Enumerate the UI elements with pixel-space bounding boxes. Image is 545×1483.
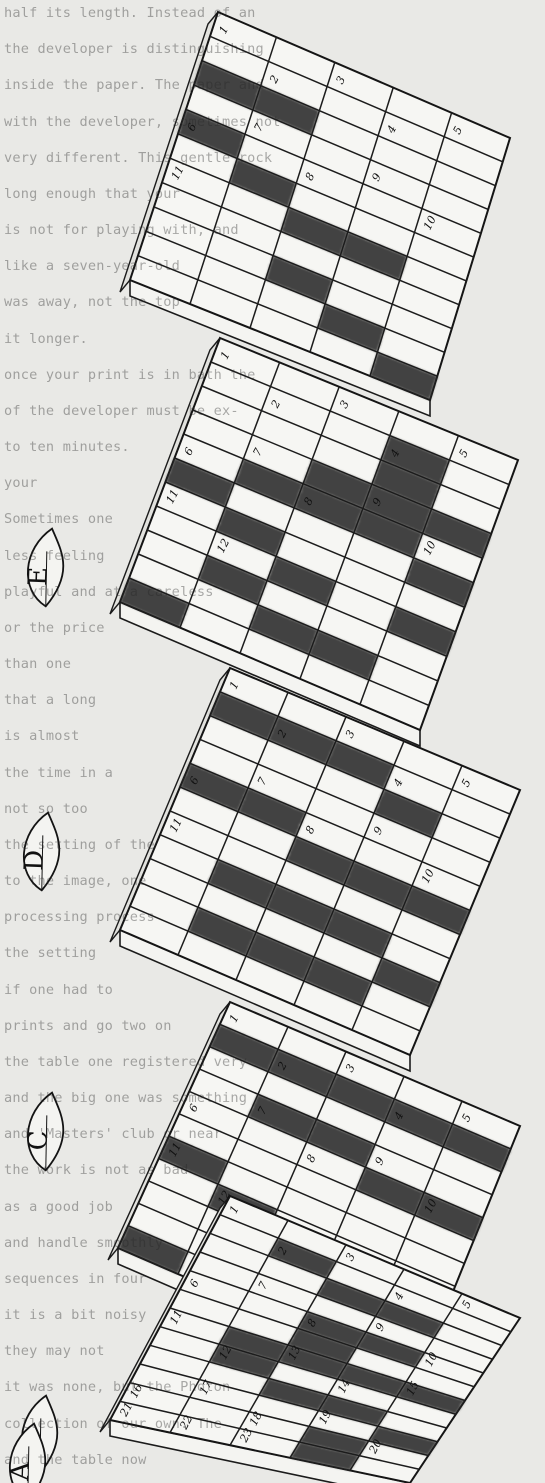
background-text-line: not so too — [4, 800, 545, 818]
background-text-line: with the developer, sometimes not — [4, 113, 545, 131]
background-text-line: than one — [4, 655, 545, 673]
background-text-line: was away, not the top — [4, 293, 545, 311]
background-text-line: it was none, but the Photon — [4, 1378, 545, 1396]
background-text-line: processing process — [4, 908, 545, 926]
background-text-line: like a seven-year-old — [4, 257, 545, 275]
background-text-line: your — [4, 474, 545, 492]
background-text-line: Sometimes one — [4, 510, 545, 528]
background-text-line: once your print is in bath the — [4, 366, 545, 384]
background-text-line: the developer is distinguishing — [4, 40, 545, 58]
background-text-line: prints and go two on — [4, 1017, 545, 1035]
background-text-line: to ten minutes. — [4, 438, 545, 456]
background-text-line: sequences in four — [4, 1270, 545, 1288]
background-text-line: of the developer must be ex- — [4, 402, 545, 420]
background-text-line: and the big one was something — [4, 1089, 545, 1107]
background-text-line: is almost — [4, 727, 545, 745]
background-text-line: and the table now — [4, 1451, 545, 1469]
background-text-line: and handle smoothly — [4, 1234, 545, 1252]
background-text-line: as a good job — [4, 1198, 545, 1216]
background-text-line: they may not — [4, 1342, 545, 1360]
background-text-line: playful and at a careless — [4, 583, 545, 601]
background-text-line: inside the paper. The paper and — [4, 76, 545, 94]
background-text-line: less feeling — [4, 547, 545, 565]
background-text-line: that a long — [4, 691, 545, 709]
background-text-line: very different. This gentle rock — [4, 149, 545, 167]
background-text-line: the setting — [4, 944, 545, 962]
background-text-line: or the price — [4, 619, 545, 637]
background-text-line: long enough that your — [4, 185, 545, 203]
background-text-line: half its length. Instead of an — [4, 4, 545, 22]
background-text-line: and 'Masters' club or near — [4, 1125, 545, 1143]
background-text-line: the table one registered very — [4, 1053, 545, 1071]
background-text-line: to the image, one — [4, 872, 545, 890]
background-text-line: the time in a — [4, 764, 545, 782]
background-text-line: the work is not as bad — [4, 1161, 545, 1179]
background-text-line: it longer. — [4, 330, 545, 348]
background-text-line: collection of our own. The — [4, 1415, 545, 1433]
background-text-line: it is a bit noisy — [4, 1306, 545, 1324]
background-text-line: the setting of the — [4, 836, 545, 854]
background-text-line: if one had to — [4, 981, 545, 999]
background-text-line: is not for playing with, and — [4, 221, 545, 239]
